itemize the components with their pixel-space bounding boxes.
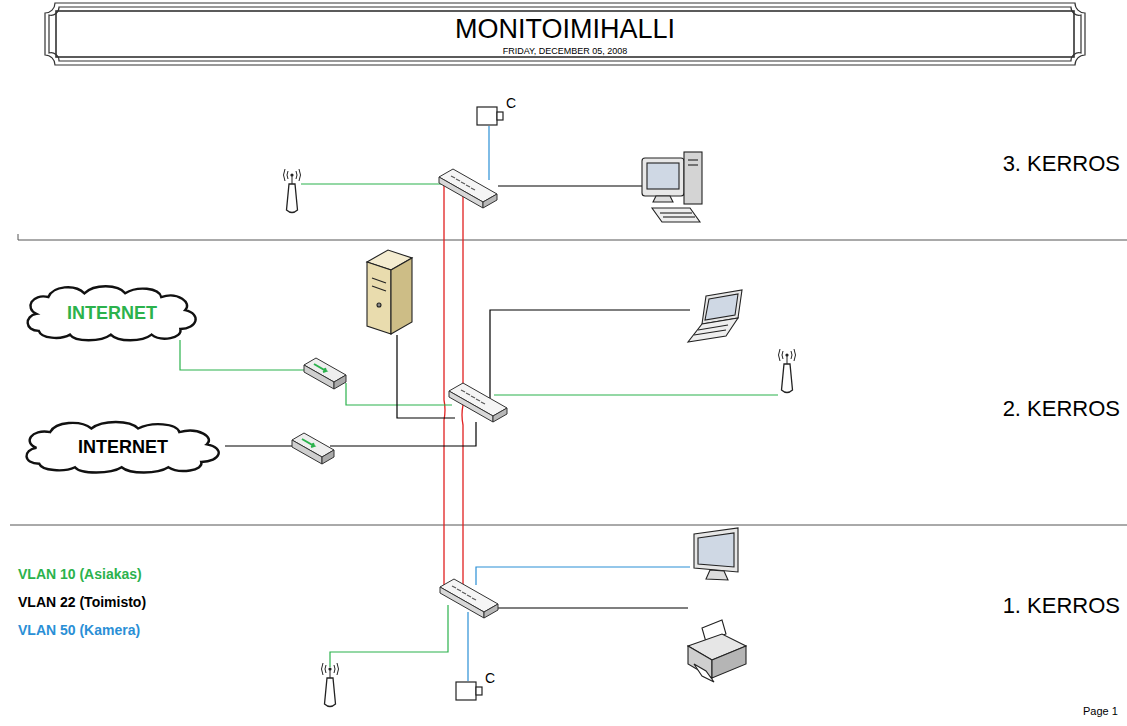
camera: C xyxy=(455,680,485,702)
cloud-outline xyxy=(26,422,218,473)
camera: C xyxy=(476,105,506,127)
page-number: Page 1 xyxy=(1083,705,1118,717)
date-subtitle: FRIDAY, DECEMBER 05, 2008 xyxy=(503,46,628,56)
floor-label: 1. KERROS xyxy=(1003,593,1120,619)
camera-label: C xyxy=(485,670,495,686)
internet-cloud: INTERNET xyxy=(20,418,226,476)
floor-label: 3. KERROS xyxy=(1003,151,1120,177)
legend-swatch: VLAN 10 (Asiakas) xyxy=(18,566,142,582)
legend-text: VLAN 10 (Asiakas) xyxy=(18,566,142,582)
legend-text: VLAN 22 (Toimisto) xyxy=(18,594,146,610)
cloud-label: INTERNET xyxy=(78,437,168,458)
camera-label: C xyxy=(506,95,516,111)
camera-icon xyxy=(476,105,506,127)
cloud-label: INTERNET xyxy=(67,303,157,324)
diagram-title: MONITOIMIHALLI xyxy=(455,14,675,45)
legend-swatch: VLAN 50 (Kamera) xyxy=(18,622,140,638)
legend-swatch: VLAN 22 (Toimisto) xyxy=(18,594,146,610)
legend-text: VLAN 50 (Kamera) xyxy=(18,622,140,638)
cloud-outline xyxy=(28,286,196,340)
camera-icon xyxy=(455,680,485,702)
internet-cloud: INTERNET xyxy=(22,282,202,344)
floor-label: 2. KERROS xyxy=(1003,396,1120,422)
